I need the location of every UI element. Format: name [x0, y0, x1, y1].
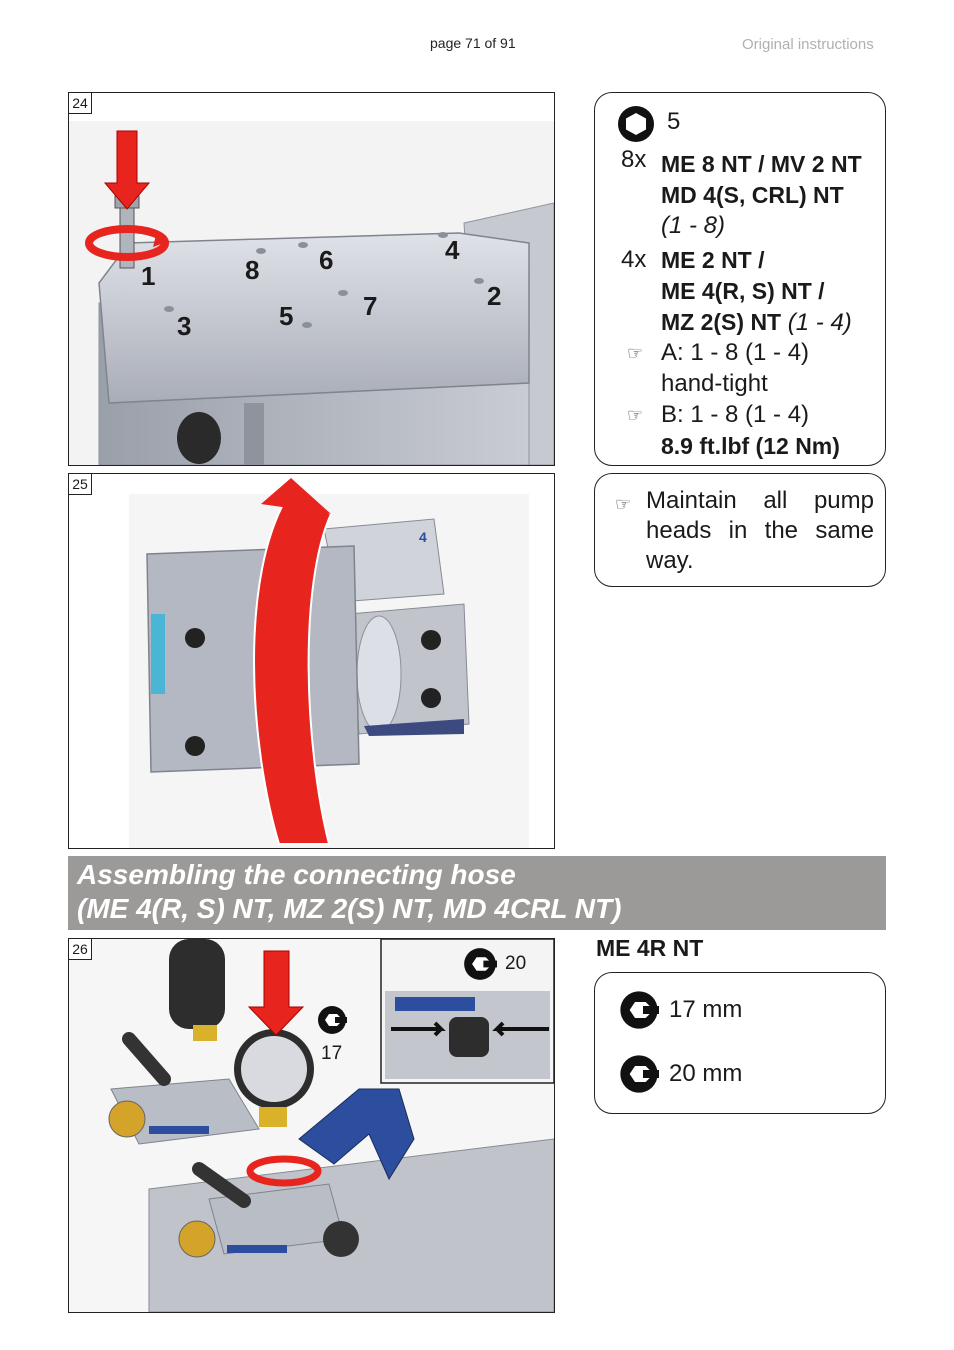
figure-24: 24 — [68, 92, 555, 466]
group1-count: 8x — [621, 146, 647, 173]
open-end-wrench-icon — [620, 1055, 659, 1093]
step-a-hand-tight: hand-tight — [661, 370, 768, 397]
group1-model-line1: ME 8 NT / MV 2 NT — [661, 151, 862, 177]
pointer-icon: ☞ — [627, 405, 644, 425]
step-b-text: B: 1 - 8 (1 - 4) — [661, 401, 810, 428]
wrench-size-17: 17 mm — [669, 996, 743, 1023]
note-line2: heads in the same — [646, 517, 874, 544]
wrench-sizes-box: 17 mm 20 mm — [594, 972, 886, 1114]
wrench-size-label: 20 — [505, 953, 527, 974]
section-heading: Assembling the connecting hose (ME 4(R, … — [68, 856, 886, 930]
position-label: 8 — [245, 255, 259, 285]
open-end-wrench-icon — [464, 948, 497, 980]
group2-model-line3: MZ 2(S) NT — [661, 309, 782, 335]
open-end-wrench-icon — [620, 991, 659, 1029]
pump-side-rotation-illustration: 4 — [129, 478, 529, 848]
section-title-line1: Assembling the connecting hose — [77, 859, 516, 890]
figure-25: 25 4 — [68, 473, 555, 849]
note-line3: way. — [646, 547, 694, 574]
section-title-line2: (ME 4(R, S) NT, MZ 2(S) NT, MD 4CRL NT) — [77, 893, 622, 924]
figure-number: 25 — [69, 474, 92, 495]
figure-number: 24 — [69, 93, 92, 114]
group1-range: (1 - 8) — [661, 212, 726, 239]
position-label: 1 — [141, 261, 155, 291]
position-label: 5 — [279, 301, 293, 331]
wrench-size-label: 17 — [321, 1043, 343, 1064]
position-label: 7 — [363, 291, 377, 321]
open-end-wrench-icon — [318, 1006, 347, 1034]
position-label: 2 — [487, 281, 501, 311]
figure-number: 26 — [69, 939, 92, 960]
connecting-hose-illustration — [69, 939, 554, 1312]
pump-head-top-illustration: 1 8 6 4 3 5 7 2 — [69, 121, 554, 465]
figure-26: 26 17 — [68, 938, 555, 1313]
pointer-icon: ☞ — [615, 494, 632, 514]
original-instructions-label: Original instructions — [742, 36, 874, 53]
hex-key-size: 5 — [667, 108, 681, 135]
group2-model-line2: ME 4(R, S) NT / — [661, 278, 825, 304]
position-label: 4 — [445, 235, 460, 265]
group1-model-line2: MD 4(S, CRL) NT — [661, 182, 844, 208]
page-number: page 71 of 91 — [430, 35, 516, 51]
group2-model-line1: ME 2 NT / — [661, 247, 765, 273]
step-b-torque: 8.9 ft.lbf (12 Nm) — [661, 433, 840, 459]
torque-specification-box: 5 8x ME 8 NT / MV 2 NT MD 4(S, CRL) NT (… — [594, 92, 886, 466]
position-label: 3 — [177, 311, 191, 341]
motor-badge: 4 — [419, 529, 427, 545]
wrench-size-20: 20 mm — [669, 1060, 743, 1087]
group2-range: (1 - 4) — [787, 309, 852, 336]
model-heading: ME 4R NT — [596, 935, 704, 961]
note-line1: Maintain all pump — [646, 487, 874, 514]
step-a-text: A: 1 - 8 (1 - 4) — [661, 339, 810, 366]
pointer-icon: ☞ — [627, 343, 644, 363]
position-label: 6 — [319, 245, 333, 275]
hex-key-icon — [618, 106, 654, 142]
group2-count: 4x — [621, 246, 647, 273]
note-box: ☞ Maintain all pump heads in the same wa… — [594, 473, 886, 587]
